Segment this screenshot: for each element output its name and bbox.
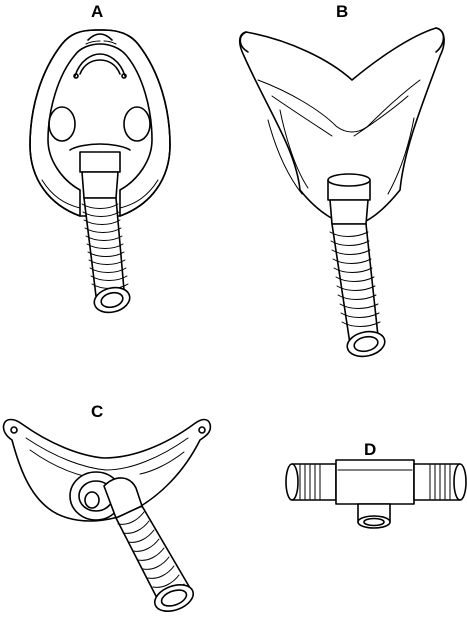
panel-label-b: B bbox=[336, 2, 349, 21]
mask-c-drawing bbox=[2, 418, 212, 612]
panel-label-d: D bbox=[364, 440, 377, 459]
panel-label-a: A bbox=[91, 2, 104, 21]
mask-d-drawing bbox=[285, 459, 467, 529]
panel-label-c: C bbox=[91, 402, 104, 421]
mask-a-drawing bbox=[29, 29, 171, 314]
mask-b-drawing bbox=[238, 27, 445, 358]
